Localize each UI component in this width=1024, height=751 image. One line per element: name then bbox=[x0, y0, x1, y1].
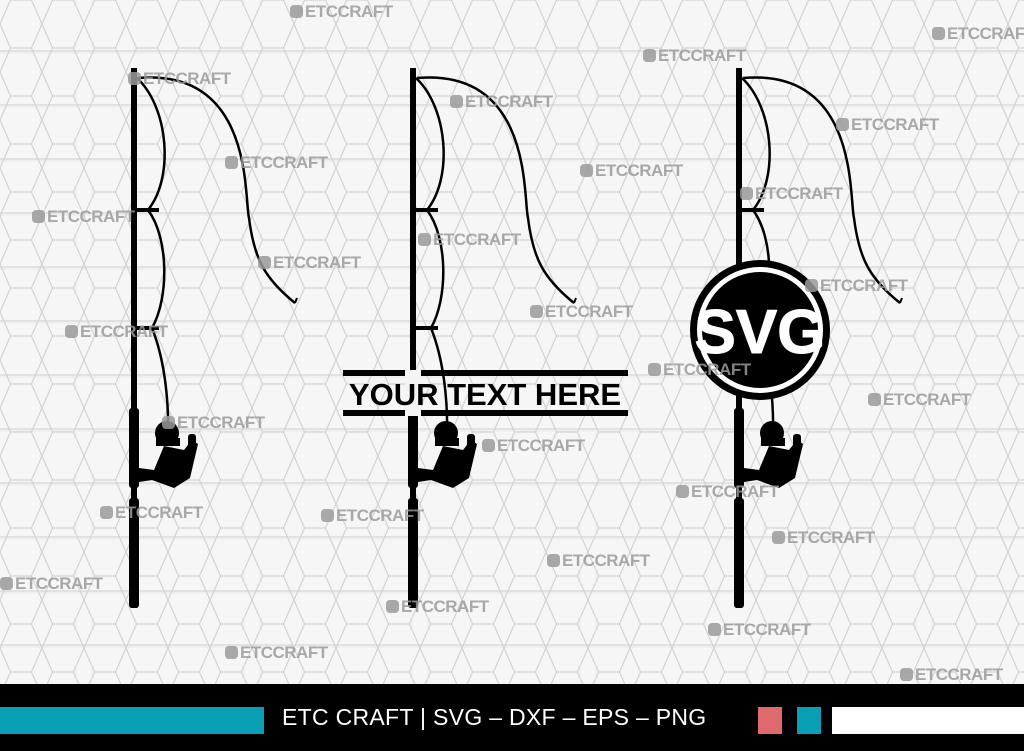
watermark: ETCCRAFT bbox=[258, 253, 361, 273]
white-accent-block bbox=[832, 707, 1024, 734]
watermark: ETCCRAFT bbox=[450, 92, 553, 112]
separator: | bbox=[420, 704, 427, 730]
watermark: ETCCRAFT bbox=[290, 2, 393, 22]
watermark: ETCCRAFT bbox=[225, 643, 328, 663]
watermark: ETCCRAFT bbox=[643, 46, 746, 66]
watermark: ETCCRAFT bbox=[547, 551, 650, 571]
teal-accent-square bbox=[797, 707, 821, 734]
watermark: ETCCRAFT bbox=[482, 436, 585, 456]
watermark: ETCCRAFT bbox=[676, 482, 779, 502]
watermark: ETCCRAFT bbox=[128, 69, 231, 89]
file-formats: SVG – DXF – EPS – PNG bbox=[433, 704, 707, 730]
watermark: ETCCRAFT bbox=[162, 413, 265, 433]
text-banner: YOUR TEXT HERE bbox=[343, 370, 628, 416]
watermark: ETCCRAFT bbox=[65, 322, 168, 342]
watermark: ETCCRAFT bbox=[0, 574, 103, 594]
watermark: ETCCRAFT bbox=[836, 115, 939, 135]
product-artwork: YOUR TEXT HERE SVG ETCCRAFT ETCCRAFT ETC… bbox=[0, 0, 1024, 684]
brand-name: ETC CRAFT bbox=[282, 704, 414, 730]
watermark: ETCCRAFT bbox=[32, 207, 135, 227]
footer-text: ETC CRAFT | SVG – DXF – EPS – PNG bbox=[282, 704, 706, 731]
watermark: ETCCRAFT bbox=[868, 390, 971, 410]
watermark: ETCCRAFT bbox=[900, 665, 1003, 685]
pink-accent-block bbox=[758, 707, 782, 734]
watermark: ETCCRAFT bbox=[225, 153, 328, 173]
monogram-text: SVG bbox=[695, 298, 826, 367]
watermark: ETCCRAFT bbox=[648, 360, 751, 380]
watermark: ETCCRAFT bbox=[386, 597, 489, 617]
footer-bar: ETC CRAFT | SVG – DXF – EPS – PNG bbox=[0, 684, 1024, 751]
watermark: ETCCRAFT bbox=[932, 24, 1024, 44]
watermark: ETCCRAFT bbox=[418, 230, 521, 250]
watermark: ETCCRAFT bbox=[100, 503, 203, 523]
teal-accent-block bbox=[0, 707, 264, 734]
watermark: ETCCRAFT bbox=[740, 184, 843, 204]
banner-text: YOUR TEXT HERE bbox=[349, 377, 621, 412]
watermark: ETCCRAFT bbox=[530, 302, 633, 322]
watermark: ETCCRAFT bbox=[321, 506, 424, 526]
watermark: ETCCRAFT bbox=[805, 276, 908, 296]
watermark: ETCCRAFT bbox=[708, 620, 811, 640]
watermark: ETCCRAFT bbox=[772, 528, 875, 548]
watermark: ETCCRAFT bbox=[580, 161, 683, 181]
